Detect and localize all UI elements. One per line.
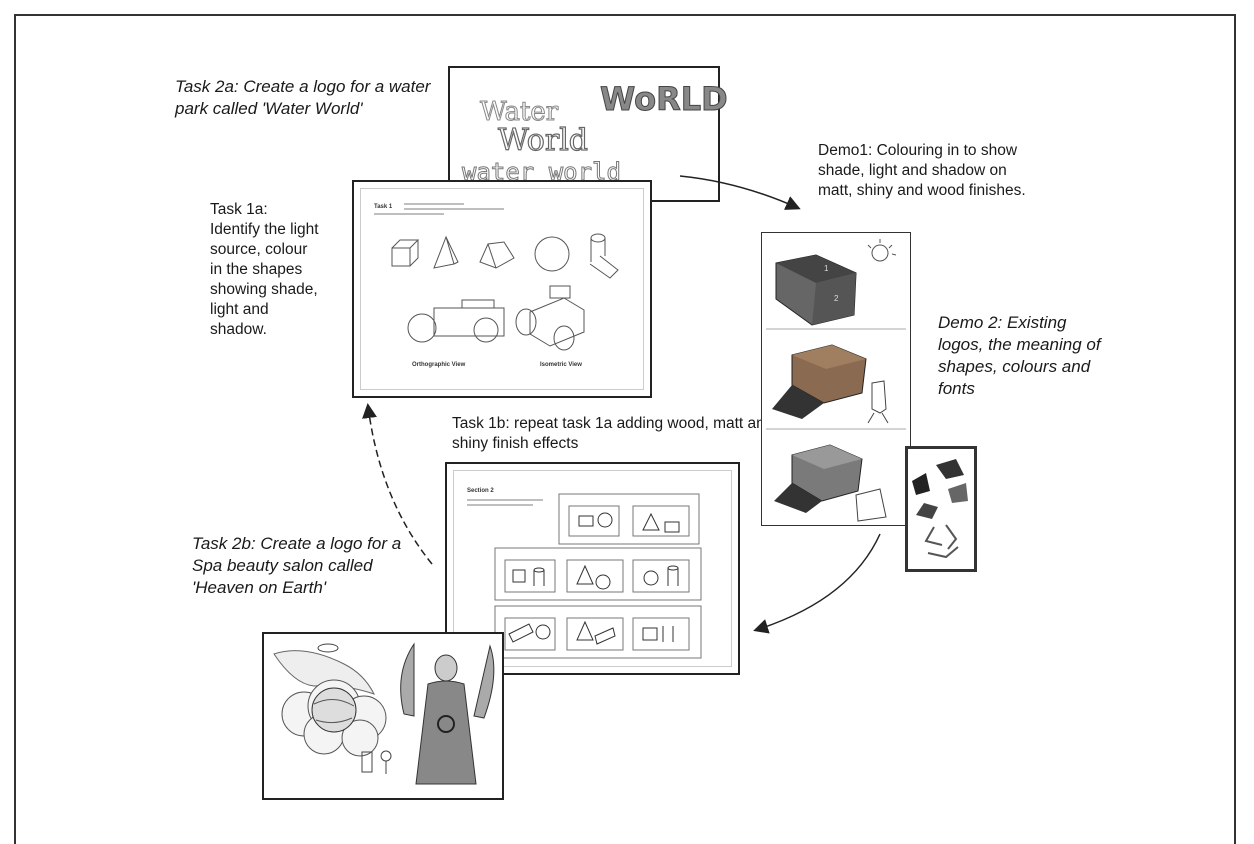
caption-demo-1: Demo1: Colouring in to show shade, light… bbox=[818, 142, 1026, 199]
recycling-logos bbox=[912, 459, 968, 559]
heaven-on-earth-sketch bbox=[273, 642, 495, 785]
cube-shape bbox=[391, 247, 411, 267]
orthographic-label: Orthographic View bbox=[412, 362, 466, 368]
heaven-on-earth-sketch-card bbox=[262, 632, 504, 800]
demo-1-rendering-card: 1 2 bbox=[761, 232, 911, 526]
demo-1-label-1: 1 bbox=[824, 264, 829, 273]
pyramid-shape bbox=[433, 235, 459, 269]
demo-1-label-2: 2 bbox=[834, 294, 839, 303]
arrow-task2a-to-demo1 bbox=[679, 175, 801, 210]
task-1a-worksheet-card: Task 1 Ort bbox=[352, 180, 652, 398]
sphere-shape bbox=[534, 236, 570, 272]
cylinder-shape bbox=[589, 255, 619, 279]
figure-frame bbox=[14, 14, 1236, 844]
demo-1-sketches: 1 2 bbox=[766, 239, 906, 522]
worksheet-border bbox=[453, 470, 732, 667]
caption-demo-2: Demo 2: Existing logos, the meaning of s… bbox=[938, 313, 1101, 398]
worksheet-1a-heading: Task 1 bbox=[374, 204, 393, 210]
water-world-badge: WoRLD bbox=[600, 80, 728, 118]
caption-task-2a: Task 2a: Create a logo for a water park … bbox=[175, 77, 431, 118]
water-world-line-2: World bbox=[498, 123, 588, 158]
arrow-task2b-to-task1a bbox=[362, 403, 433, 565]
arrow-demo2-to-task1b bbox=[753, 533, 881, 634]
task-1a-shapes: Task 1 Ort bbox=[374, 203, 619, 368]
worksheet-border bbox=[360, 188, 644, 390]
water-world-line-1: Water bbox=[480, 97, 559, 127]
demo-2-logo-card bbox=[905, 446, 977, 572]
isometric-label: Isometric View bbox=[540, 362, 582, 368]
caption-task-2b: Task 2b: Create a logo for a Spa beauty … bbox=[192, 534, 402, 597]
water-world-sketch: Water World water world WoRLD bbox=[462, 80, 729, 187]
caption-task-1a: Task 1a: Identify the light source, colo… bbox=[210, 201, 319, 338]
water-world-logo-card: Water World water world WoRLD bbox=[448, 66, 729, 202]
caption-task-1b: Task 1b: repeat task 1a adding wood, mat… bbox=[452, 415, 774, 452]
frustum-shape bbox=[479, 241, 515, 269]
task-1b-shapes: Section 2 bbox=[467, 488, 702, 659]
worksheet-1b-heading: Section 2 bbox=[467, 488, 494, 494]
